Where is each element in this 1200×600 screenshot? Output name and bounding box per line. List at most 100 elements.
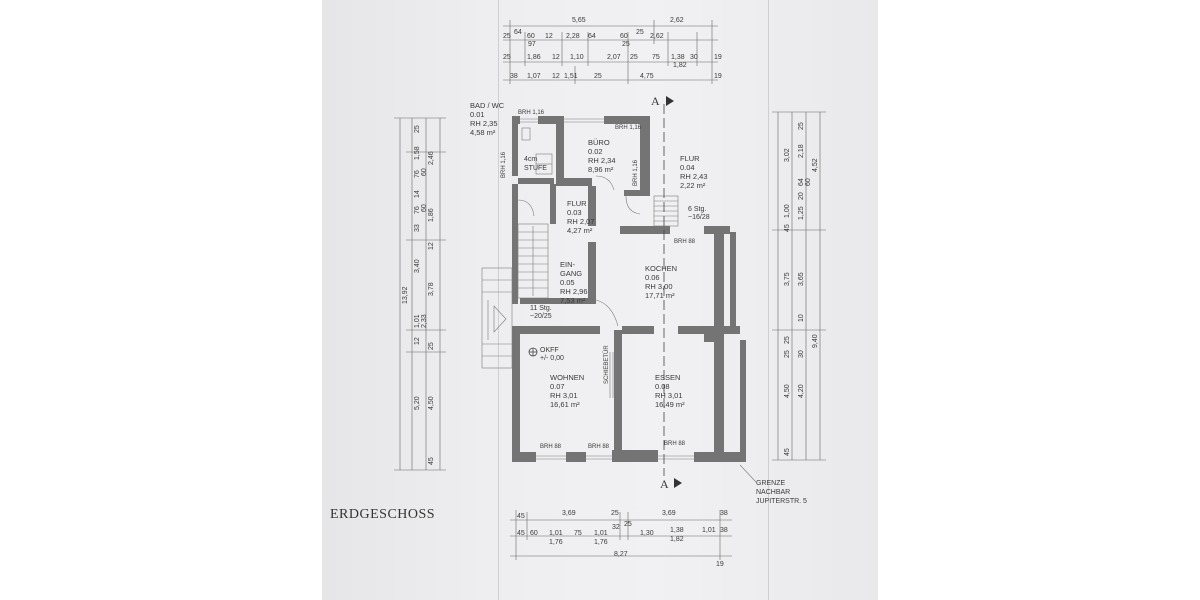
svg-text:4,75: 4,75 [640,73,654,80]
room-label-wohnen: WOHNEN 0.07 RH 3,01 16,61 m² [550,373,584,409]
svg-text:3,65: 3,65 [798,272,805,286]
svg-text:2,07: 2,07 [607,54,621,61]
svg-text:4,50: 4,50 [784,384,791,398]
svg-text:3,02: 3,02 [784,148,791,162]
svg-text:1,51: 1,51 [564,73,578,80]
svg-text:3,69: 3,69 [662,510,676,517]
svg-text:12: 12 [414,337,421,345]
svg-text:25: 25 [636,29,644,36]
svg-text:SCHIEBETÜR: SCHIEBETÜR [603,345,610,384]
svg-text:1,76: 1,76 [549,539,563,546]
svg-text:45: 45 [784,448,791,456]
svg-text:OKFF: OKFF [540,347,559,354]
paper-sheet [322,0,878,600]
svg-text:1,76: 1,76 [594,539,608,546]
room-label-flur-003: FLUR 0.03 RH 2,07 4,27 m² [567,199,595,235]
svg-text:75: 75 [652,54,660,61]
svg-text:BRH 88: BRH 88 [674,239,696,245]
dimension-lines-right [772,111,826,461]
svg-text:BRH 88: BRH 88 [540,444,562,450]
svg-text:KOCHEN: KOCHEN [645,264,677,273]
dimension-text-left: 25 1,58 2,46 76 60 14 76 60 33 1,86 12 3… [402,125,435,465]
svg-text:4,58 m²: 4,58 m² [470,128,496,137]
svg-text:0.07: 0.07 [550,382,565,391]
svg-text:32: 32 [612,524,620,531]
svg-text:8,96 m²: 8,96 m² [588,165,614,174]
svg-text:GANG: GANG [560,269,582,278]
svg-text:0.03: 0.03 [567,208,582,217]
svg-text:3,78: 3,78 [428,282,435,296]
svg-text:0.06: 0.06 [645,273,660,282]
svg-text:BRH 1,16: BRH 1,16 [501,151,507,178]
svg-text:GRENZE: GRENZE [756,480,786,487]
dimension-lines-top [503,20,718,84]
svg-text:64: 64 [514,29,522,36]
svg-text:2,33: 2,33 [421,314,428,328]
svg-text:64: 64 [588,33,596,40]
dimension-lines-bottom [510,510,732,560]
svg-text:WOHNEN: WOHNEN [550,373,584,382]
svg-text:3,69: 3,69 [562,510,576,517]
svg-text:45: 45 [517,513,525,520]
svg-text:8,27: 8,27 [614,551,628,558]
svg-text:0.08: 0.08 [655,382,670,391]
dimension-text-top: 5,65 2,62 25 64 60 97 12 2,28 64 60 25 2… [503,17,722,80]
svg-text:25: 25 [784,336,791,344]
svg-text:7,53 m²: 7,53 m² [560,296,586,305]
svg-text:13,92: 13,92 [402,286,409,304]
svg-text:9,40: 9,40 [812,334,819,348]
svg-text:12: 12 [552,73,560,80]
paper-fold-right [768,0,769,600]
svg-text:45: 45 [784,224,791,232]
svg-text:4,52: 4,52 [812,158,819,172]
svg-text:2,62: 2,62 [670,17,684,24]
dimension-text-right: 25 3,02 2,18 4,52 64 60 20 1,25 1,00 45 … [784,122,819,456]
svg-text:2,62: 2,62 [650,33,664,40]
svg-text:1,86: 1,86 [428,208,435,222]
svg-text:25: 25 [414,125,421,133]
svg-text:1,82: 1,82 [673,62,687,69]
svg-text:20: 20 [798,192,805,200]
svg-text:25: 25 [503,33,511,40]
openings [517,118,694,460]
svg-text:25: 25 [630,54,638,61]
small-staircase [653,195,679,227]
svg-text:1,82: 1,82 [670,536,684,543]
svg-text:RH 2,43: RH 2,43 [680,172,708,181]
svg-text:BÜRO: BÜRO [588,138,610,147]
svg-text:19: 19 [714,54,722,61]
svg-text:5,20: 5,20 [414,396,421,410]
svg-text:2,18: 2,18 [798,144,805,158]
svg-text:6 Stg.: 6 Stg. [688,206,706,213]
svg-text:4,50: 4,50 [428,396,435,410]
svg-text:38: 38 [720,510,728,517]
svg-text:1,00: 1,00 [784,204,791,218]
svg-text:64: 64 [798,178,805,186]
svg-text:RH 3,01: RH 3,01 [550,391,578,400]
svg-text:1,07: 1,07 [527,73,541,80]
svg-text:1,10: 1,10 [570,54,584,61]
svg-text:30: 30 [690,54,698,61]
section-line-a: A A [651,94,682,491]
svg-text:17,71 m²: 17,71 m² [645,291,675,300]
paper-fold-left [498,0,499,600]
svg-text:12: 12 [428,242,435,250]
svg-text:BRH 1,16: BRH 1,16 [615,125,642,131]
svg-text:76: 76 [414,170,421,178]
svg-text:25: 25 [784,350,791,358]
svg-text:FLUR: FLUR [567,199,587,208]
svg-text:BAD / WC: BAD / WC [470,101,505,110]
svg-text:0.05: 0.05 [560,278,575,287]
walls [512,116,746,462]
svg-text:12: 12 [545,33,553,40]
brh-labels: BRH 1,16 BRH 1,16 BRH 1,16 BRH 1,16 BRH … [501,110,696,450]
svg-text:1,86: 1,86 [527,54,541,61]
svg-text:60: 60 [805,178,812,186]
svg-text:60: 60 [620,33,628,40]
room-label-flur-004: FLUR 0.04 RH 2,43 2,22 m² [680,154,708,190]
svg-text:EIN-: EIN- [560,260,576,269]
svg-text:0.04: 0.04 [680,163,695,172]
svg-text:10: 10 [798,314,805,322]
svg-text:25: 25 [594,73,602,80]
